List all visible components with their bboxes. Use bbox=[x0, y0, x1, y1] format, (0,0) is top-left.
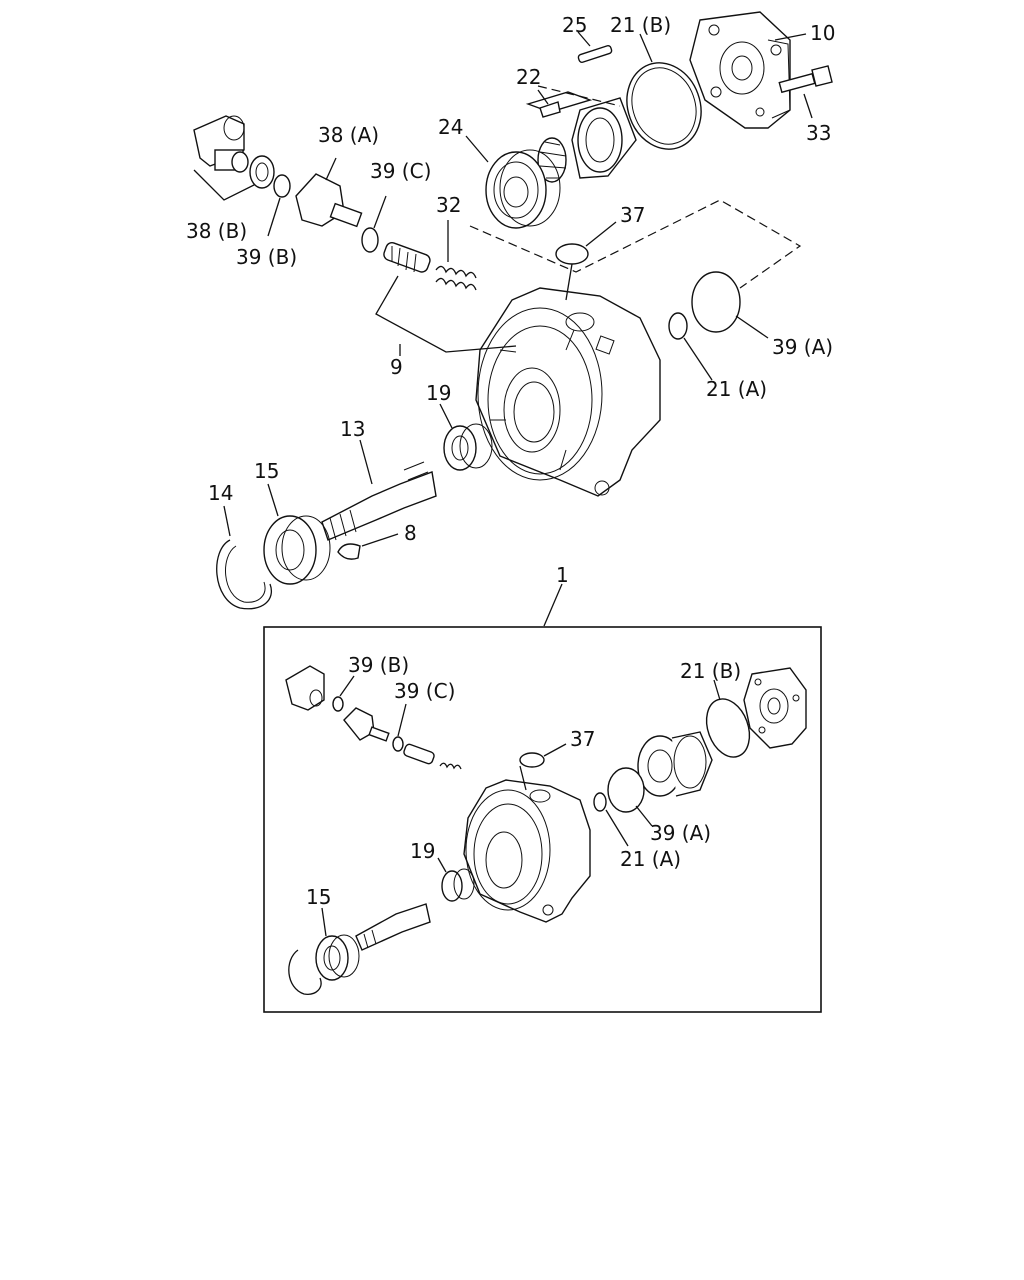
label-22: 22 bbox=[516, 65, 541, 89]
part-21b-oring bbox=[626, 33, 702, 150]
inset-bushing-19 bbox=[441, 870, 463, 902]
label-14: 14 bbox=[208, 481, 233, 505]
part-10-cover-plate bbox=[689, 11, 807, 129]
inset-label-19: 19 bbox=[410, 839, 435, 863]
inset-oring-21b bbox=[705, 698, 751, 758]
inset-label-15: 15 bbox=[306, 885, 331, 909]
part-9-leader bbox=[375, 275, 517, 356]
label-33: 33 bbox=[806, 121, 831, 145]
inset-label-21a: 21 (A) bbox=[620, 847, 681, 871]
label-24: 24 bbox=[438, 115, 463, 139]
part-21a-oring bbox=[668, 312, 713, 381]
inset-union-fitting bbox=[343, 707, 375, 741]
inset-oring-21a bbox=[593, 792, 607, 812]
inset-label-39b: 39 (B) bbox=[348, 653, 409, 677]
inset-cover-plate bbox=[743, 667, 807, 749]
inset-label-37: 37 bbox=[570, 727, 595, 751]
part-24-pressure-plate bbox=[465, 135, 561, 229]
part-25-pin bbox=[577, 31, 613, 63]
part-19-bushing bbox=[439, 403, 493, 471]
part-39b-washer bbox=[249, 155, 291, 237]
flow-control-valve bbox=[383, 242, 431, 273]
label-39b: 39 (B) bbox=[236, 245, 297, 269]
label-15: 15 bbox=[254, 459, 279, 483]
inset-label-39c: 39 (C) bbox=[394, 679, 455, 703]
part-13-shaft bbox=[321, 439, 437, 541]
inset-label-21b: 21 (B) bbox=[680, 659, 741, 683]
label-1: 1 bbox=[556, 563, 569, 587]
label-8: 8 bbox=[404, 521, 417, 545]
inset-snap-ring bbox=[288, 949, 322, 995]
inset-pump-housing bbox=[463, 765, 591, 923]
pump-housing bbox=[475, 263, 661, 497]
part-14-snap-ring bbox=[216, 505, 272, 610]
alignment-lines bbox=[469, 85, 802, 289]
label-21b: 21 (B) bbox=[610, 13, 671, 37]
label-13: 13 bbox=[340, 417, 365, 441]
label-39a: 39 (A) bbox=[772, 335, 833, 359]
inset-washer bbox=[332, 696, 344, 712]
part-8-key bbox=[337, 533, 399, 560]
part-39a-oring bbox=[691, 271, 769, 339]
label-25: 25 bbox=[562, 13, 587, 37]
label-21a: 21 (A) bbox=[706, 377, 767, 401]
label-38b: 38 (B) bbox=[186, 219, 247, 243]
label-38a: 38 (A) bbox=[318, 123, 379, 147]
label-37: 37 bbox=[620, 203, 645, 227]
label-9: 9 bbox=[390, 355, 403, 379]
inset-valve bbox=[403, 743, 435, 765]
inset-cartridge bbox=[637, 731, 713, 797]
inset-elbow-fitting bbox=[285, 665, 325, 711]
part-39c-oring bbox=[361, 195, 387, 253]
label-39c: 39 (C) bbox=[370, 159, 431, 183]
inset-bearing-15 bbox=[315, 935, 349, 981]
inset-union-nose bbox=[368, 726, 390, 742]
inset-oring-39c bbox=[392, 736, 404, 752]
label-19: 19 bbox=[426, 381, 451, 405]
part-33-bolt bbox=[778, 65, 833, 119]
cam-ring bbox=[571, 97, 637, 179]
inset-oring-39a bbox=[607, 767, 645, 813]
part-1-leader bbox=[543, 583, 563, 627]
inset-oring-37 bbox=[519, 752, 545, 768]
main-exploded-view: 25 21 (B) 10 33 22 24 38 (A) 39 (C) 38 (… bbox=[186, 11, 835, 627]
part-15-bearing bbox=[263, 483, 331, 585]
inset-spring bbox=[439, 762, 462, 770]
part-22-vane-set bbox=[525, 89, 593, 183]
inset-frame bbox=[263, 626, 822, 1013]
part-32-spring bbox=[435, 220, 477, 291]
part-38a-union-fitting bbox=[295, 157, 363, 228]
label-10: 10 bbox=[810, 21, 835, 45]
inset-assembly-view: 39 (B) 39 (C) 21 (B) 37 39 (A) 21 (A) 19… bbox=[263, 626, 822, 1013]
part-37-oring bbox=[555, 221, 617, 265]
inset-label-39a: 39 (A) bbox=[650, 821, 711, 845]
part-38b-elbow-fitting bbox=[193, 115, 257, 201]
label-32: 32 bbox=[436, 193, 461, 217]
